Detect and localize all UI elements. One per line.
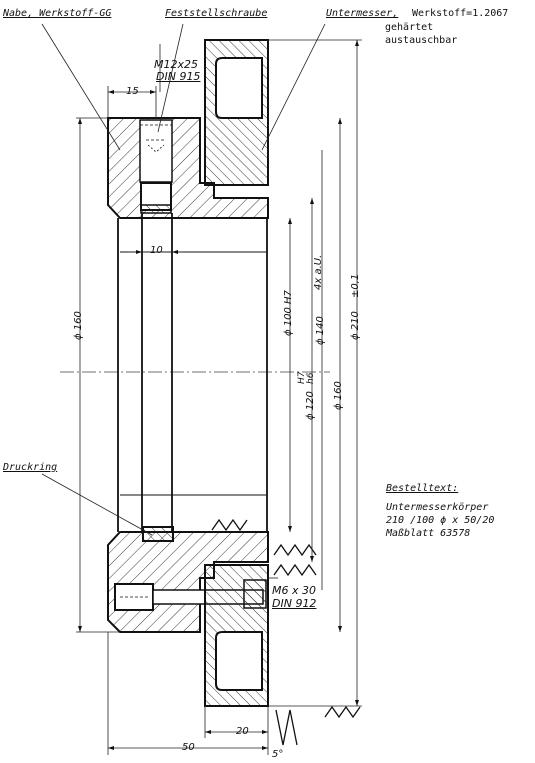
dim-50: 50	[182, 742, 195, 753]
dim-10: 10	[150, 245, 163, 256]
set-screw-spec-2: DIN 915	[156, 70, 201, 83]
dim-angle: 5°	[272, 749, 284, 760]
dim-20: 20	[236, 726, 249, 737]
dim-dia100: ϕ 100 H7	[283, 290, 294, 336]
order-text: Bestelltext: Untermesserkörper 210 /100 …	[386, 482, 494, 540]
lower-knife-label: Untermesser,	[326, 8, 399, 19]
bolt-spec-1: M6 x 30	[272, 584, 316, 597]
set-screw-label: Feststellschraube	[165, 8, 268, 19]
dim-dia120-tol-bottom: h6	[306, 372, 316, 384]
dim-dia210-tol: ±0,1	[350, 273, 361, 298]
set-screw-bore	[139, 119, 173, 214]
replaceable-label: austauschbar	[385, 35, 458, 46]
dim-dia160-left: ϕ 160	[73, 311, 84, 340]
dim-dia120: ϕ 120	[305, 391, 316, 420]
dim-dia160: ϕ 160	[333, 381, 344, 410]
dim-dia210: ϕ 210	[350, 311, 361, 340]
dim-holes: 4x a.U.	[313, 254, 324, 290]
order-text-line-1: Untermesserkörper	[386, 502, 489, 513]
bore-lines	[117, 213, 268, 532]
order-text-line-3: Maßblatt 63578	[386, 528, 471, 539]
pressure-ring-label: Druckring	[3, 462, 58, 473]
dim-dia140: ϕ 140	[315, 316, 326, 345]
order-text-line-2: 210 /100 ϕ x 50/20	[386, 515, 495, 526]
material-label: Werkstoff=1.2067	[412, 8, 509, 19]
pressure-ring	[142, 526, 174, 542]
dim-15: 15	[126, 86, 139, 97]
hub-label: Nabe, Werkstoff-GG	[3, 8, 112, 19]
set-screw-spec-1: M12x25	[154, 58, 198, 71]
hardened-label: gehärtet	[385, 22, 434, 33]
surface-finish-symbols	[211, 518, 361, 746]
lower-knife-bottom	[204, 564, 269, 707]
lower-knife-top	[204, 39, 269, 186]
dimension-lines	[41, 23, 362, 755]
arrowheads	[78, 40, 359, 750]
order-text-heading: Bestelltext:	[386, 483, 459, 494]
bolt-spec-2: DIN 912	[272, 597, 317, 610]
